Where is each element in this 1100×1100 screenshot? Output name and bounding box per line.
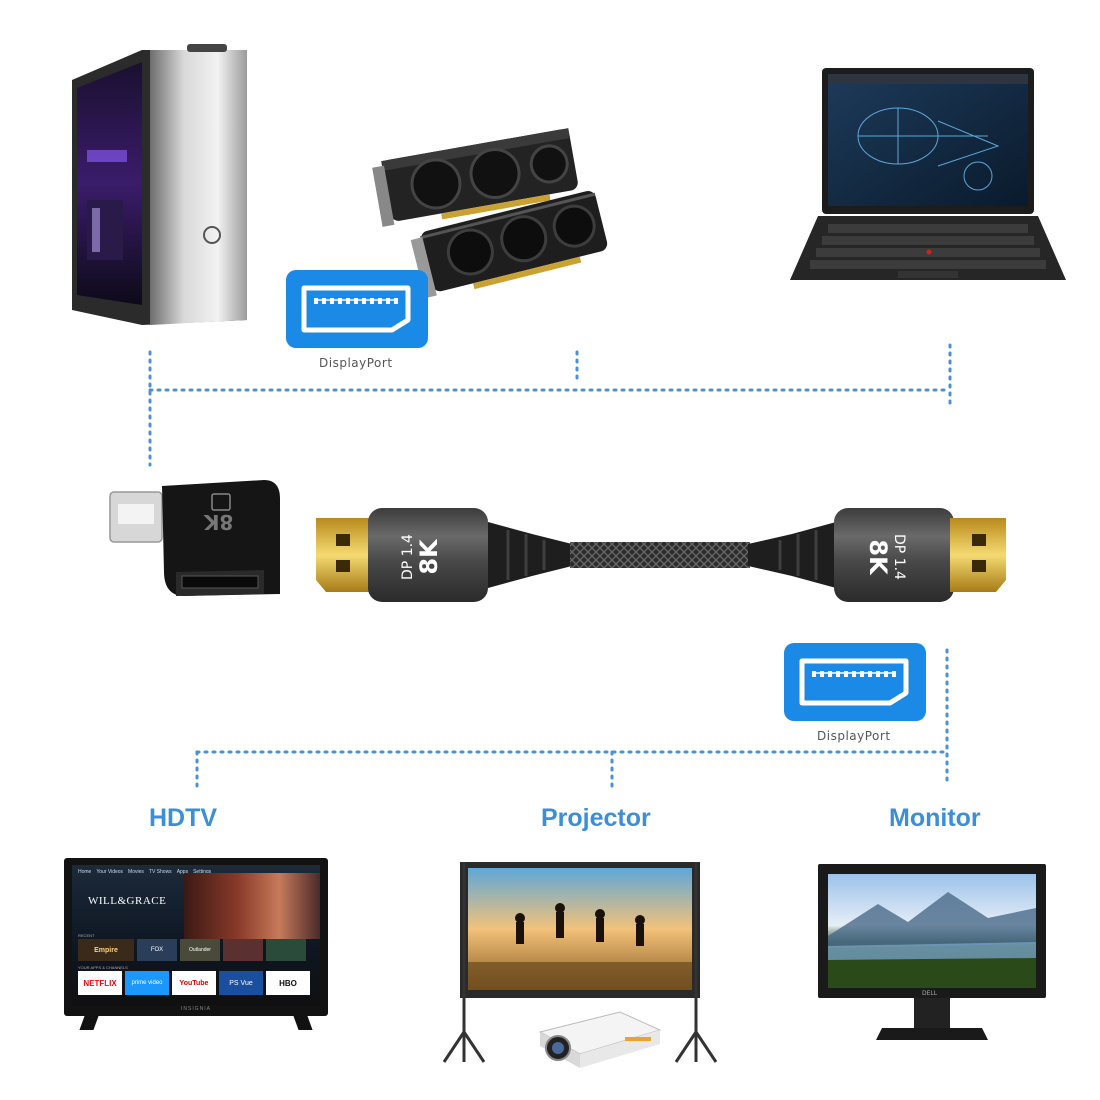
left-plug-version: DP 1.4 xyxy=(400,534,416,580)
tv-apps-label: YOUR APPS & CHANNELS xyxy=(78,965,128,970)
projector-label: Projector xyxy=(541,804,651,832)
laptop-icon xyxy=(790,68,1066,280)
right-plug-version: DP 1.4 xyxy=(891,534,907,580)
monitor-label: Monitor xyxy=(889,804,981,832)
hbo-app-tile[interactable]: HBO xyxy=(266,971,310,995)
left-plug-label: DP 1.4 8K xyxy=(384,520,458,594)
right-plug-label: DP 1.4 8K xyxy=(849,520,923,594)
tv-nav-item: Your Videos xyxy=(96,869,124,875)
projector-icon xyxy=(442,862,718,1068)
youtube-app-tile[interactable]: YouTube xyxy=(172,971,216,995)
displayport-cable xyxy=(316,508,1006,602)
tv-recent-item: Outlander xyxy=(180,939,220,961)
tv-nav-item: Apps xyxy=(176,869,189,875)
tv-screen: Home Your Videos Movies TV Shows Apps Se… xyxy=(72,865,320,1005)
displayport-icon xyxy=(784,643,926,721)
top-displayport-caption: DisplayPort xyxy=(319,356,393,370)
tv-recent-item: Empire xyxy=(78,939,134,961)
right-plug-resolution: 8K xyxy=(864,539,892,575)
tv-nav-item: Home xyxy=(78,869,92,875)
hdtv-label: HDTV xyxy=(149,804,218,832)
tv-brand: INSIGNIA xyxy=(181,1006,211,1012)
monitor-icon xyxy=(818,864,1046,1040)
tv-show-title: WILL&GRACE xyxy=(88,895,167,907)
bottom-displayport-caption: DisplayPort xyxy=(817,729,891,743)
adapter-8k-text: 8K xyxy=(204,510,234,534)
netflix-app-tile[interactable]: NETFLIX xyxy=(78,971,122,995)
tv-nav-item: Movies xyxy=(128,869,144,875)
tv-recent-item: FOX xyxy=(137,939,177,961)
tv-nav-item: Settings xyxy=(193,869,212,875)
tv-nav: Home Your Videos Movies TV Shows Apps Se… xyxy=(78,869,211,875)
tv-recent-row: Empire FOX Outlander xyxy=(78,939,306,961)
tv-nav-item: TV Shows xyxy=(148,869,172,875)
prime-video-app-tile[interactable]: prime video xyxy=(125,971,169,995)
displayport-icon xyxy=(286,270,428,348)
ps-vue-app-tile[interactable]: PS Vue xyxy=(219,971,263,995)
tv-recent-label: RECENT xyxy=(78,933,95,938)
tv-icon: Home Your Videos Movies TV Shows Apps Se… xyxy=(64,858,328,1030)
monitor-brand: DELL xyxy=(922,990,938,997)
pc-tower-icon xyxy=(72,44,247,325)
tv-apps-row: NETFLIX prime video YouTube PS Vue HBO xyxy=(78,971,310,995)
graphics-card-icon xyxy=(372,128,608,299)
adapter-icon xyxy=(109,480,280,596)
left-plug-resolution: 8K xyxy=(415,539,443,575)
tv-hero-image xyxy=(184,873,320,939)
